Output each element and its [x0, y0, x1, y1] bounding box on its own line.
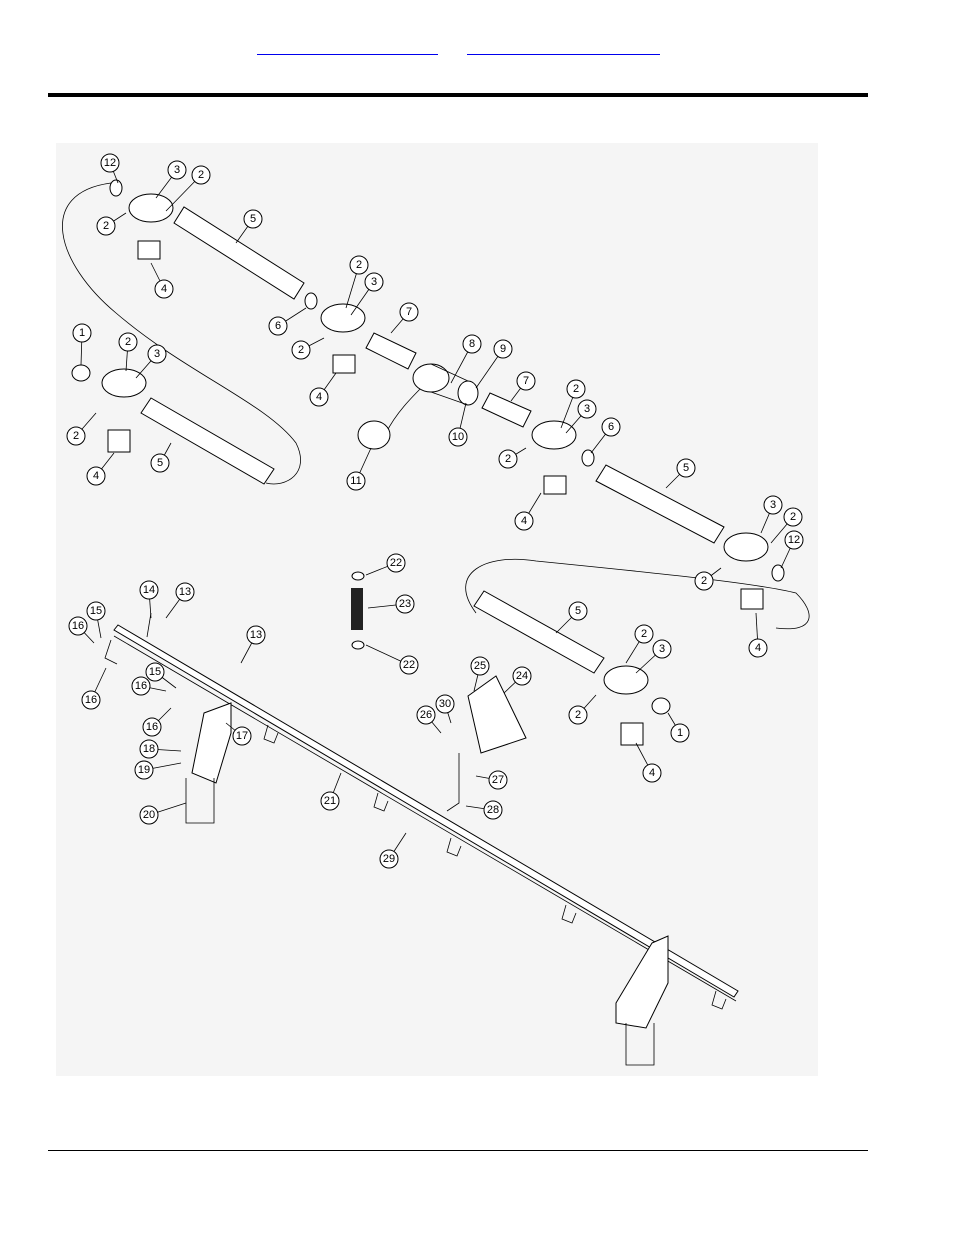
callout-number: 13: [179, 586, 191, 598]
callout-number: 21: [324, 795, 336, 807]
callout-number: 16: [135, 680, 147, 692]
callout-number: 4: [316, 391, 322, 403]
callout-number: 22: [403, 659, 415, 671]
callout-number: 2: [575, 709, 581, 721]
callout-number: 14: [143, 584, 155, 596]
mount-bracket-right: [616, 936, 668, 1065]
bottom-rule: [48, 1150, 868, 1151]
callout-number: 19: [138, 764, 150, 776]
callout-number: 8: [469, 338, 475, 350]
callout-number: 2: [505, 453, 511, 465]
callout-number: 4: [649, 767, 655, 779]
callout-number: 5: [683, 462, 689, 474]
callout-number: 4: [161, 283, 167, 295]
spring: [351, 572, 364, 649]
ring-2: [305, 293, 317, 309]
callout-number: 2: [573, 383, 579, 395]
callout-number: 16: [72, 620, 84, 632]
tee-fitting-3: [102, 369, 146, 452]
tube-3: [596, 465, 724, 543]
callout-number: 27: [492, 774, 504, 786]
callout-number: 2: [73, 430, 79, 442]
tee-fitting-1: [129, 194, 173, 259]
callout-number: 3: [659, 643, 665, 655]
callout-number: 10: [452, 431, 464, 443]
hose-small: [386, 383, 426, 433]
header-link-2[interactable]: [467, 40, 660, 55]
triangle-plate: [447, 676, 526, 811]
callout-number: 2: [103, 220, 109, 232]
parts-diagram-svg: 1232254236728912341021172364525432122222…: [56, 143, 818, 1076]
callout-number: 1: [79, 327, 85, 339]
callout-number: 2: [641, 628, 647, 640]
callout-number: 2: [701, 575, 707, 587]
ring-4: [772, 565, 784, 581]
callout-number: 25: [474, 660, 486, 672]
callout-number: 4: [521, 515, 527, 527]
callout-number: 16: [85, 694, 97, 706]
callout-number: 3: [174, 164, 180, 176]
callout-number: 3: [154, 348, 160, 360]
callout-number: 11: [350, 475, 361, 487]
callout-number: 2: [125, 336, 131, 348]
ring-3: [582, 450, 594, 466]
parts-diagram: 1232254236728912341021172364525432122222…: [56, 143, 818, 1076]
callout-number: 2: [298, 344, 304, 356]
callout-number: 4: [93, 470, 99, 482]
callout-number: 6: [608, 421, 614, 433]
tee-fitting-5: [724, 533, 768, 609]
callout-number: 2: [198, 169, 204, 181]
callout-number: 3: [371, 276, 377, 288]
callout-number: 13: [250, 629, 262, 641]
callout-number: 20: [143, 809, 155, 821]
callout-number: 3: [770, 499, 776, 511]
callout-number: 5: [250, 213, 256, 225]
callout-number: 2: [790, 511, 796, 523]
callout-number: 16: [146, 721, 158, 733]
hose-coupler: [413, 364, 478, 405]
callout-number: 23: [399, 598, 411, 610]
tee-fitting-4: [532, 421, 576, 494]
callout-number: 7: [406, 306, 412, 318]
end-cap-2: [652, 698, 670, 714]
callout-number: 1: [677, 727, 683, 739]
tube-short-2: [482, 393, 531, 427]
ring-1: [110, 180, 122, 196]
callout-number: 15: [149, 666, 161, 678]
callout-number: 24: [516, 670, 528, 682]
end-cap-1: [72, 365, 90, 381]
callout-number: 12: [104, 157, 116, 169]
callout-number: 9: [500, 343, 506, 355]
callout-number: 6: [275, 320, 281, 332]
callout-number: 3: [584, 403, 590, 415]
tee-fitting-6: [604, 666, 648, 745]
tube-1: [174, 207, 304, 299]
tube-4: [474, 591, 604, 673]
callout-number: 7: [523, 375, 529, 387]
tube-short-1: [366, 333, 416, 369]
callout-number: 4: [755, 642, 761, 654]
callout-number: 5: [157, 457, 163, 469]
callout-number: 29: [383, 853, 395, 865]
callout-number: 2: [356, 259, 362, 271]
callout-number: 15: [90, 605, 102, 617]
callout-number: 12: [788, 534, 800, 546]
tee-fitting-2: [321, 304, 365, 373]
top-rule: [48, 93, 868, 97]
callout-number: 22: [390, 557, 402, 569]
hose-clamp-ring: [358, 421, 390, 449]
callout-number: 17: [236, 730, 248, 742]
header-link-1[interactable]: [257, 40, 438, 55]
callout-number: 5: [575, 605, 581, 617]
callout-number: 28: [487, 804, 499, 816]
callout-number: 18: [143, 743, 155, 755]
callout-number: 26: [420, 709, 432, 721]
callout-number: 30: [439, 698, 451, 710]
mount-bracket-left: [186, 703, 231, 823]
